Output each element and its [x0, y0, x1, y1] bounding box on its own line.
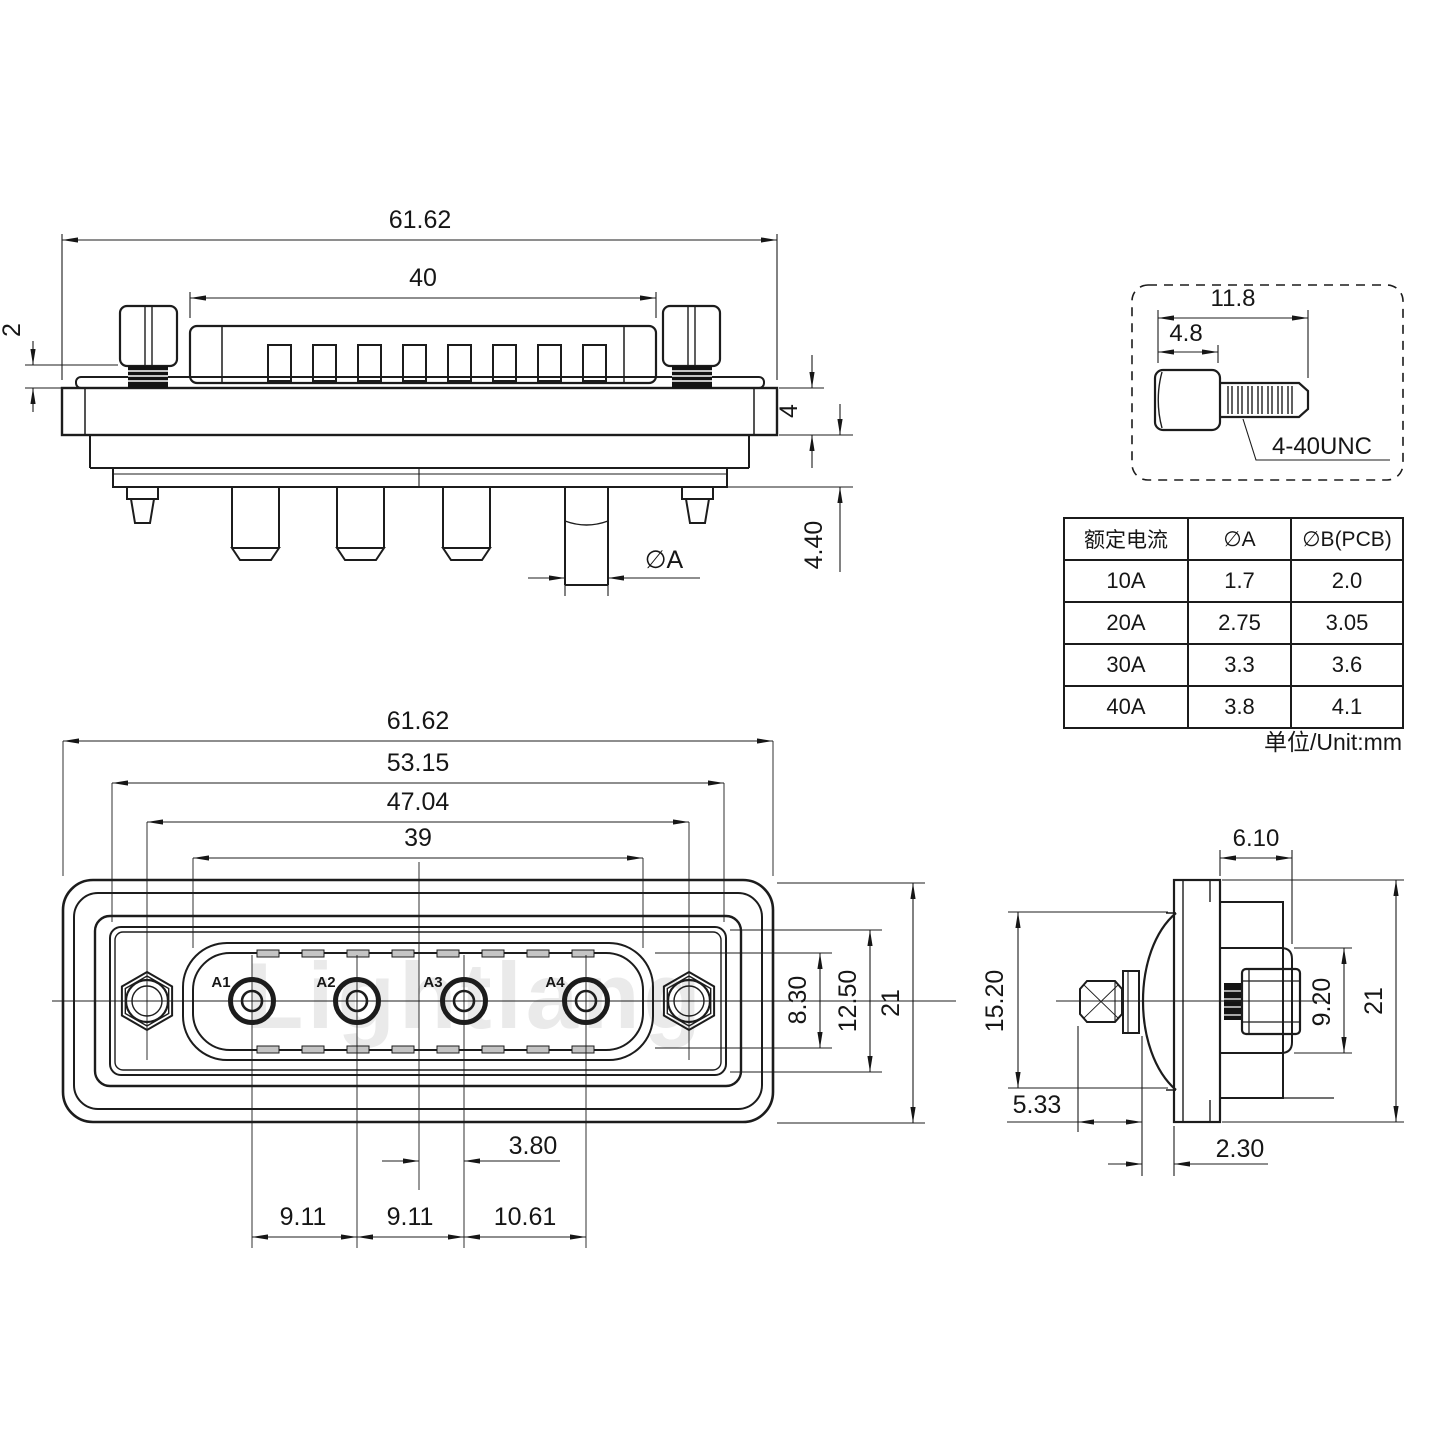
- contact-slot-ticks: [256, 949, 595, 1054]
- side-thumbscrew: [1079, 970, 1140, 1034]
- watermark-text: Lightlang: [246, 943, 705, 1048]
- side-view-dimensions: 6.10 15.20 9.20 21 5.33 2.30: [981, 825, 1404, 1176]
- col-header-dia-b: ∅B(PCB): [1290, 517, 1404, 561]
- d-opening-outer: [182, 942, 654, 1061]
- dim-side-height: 21: [1360, 987, 1388, 1015]
- col-header-dia-a: ∅A: [1187, 517, 1292, 561]
- contact-tails: [230, 487, 609, 586]
- col-header-rated-current: 额定电流: [1063, 517, 1189, 561]
- table-row: 20A 2.75 3.05: [1063, 601, 1404, 645]
- dim-screw-head: 4.8: [1169, 320, 1202, 347]
- front-view-dimensions: 61.62 53.15 47.04 39 3.80 9.11 9.11 10.6…: [63, 707, 925, 1240]
- dim-tail-length: 4.40: [800, 521, 828, 570]
- dim-shell-width: 53.15: [387, 749, 450, 777]
- dim-head-protrusion: 5.33: [1013, 1091, 1062, 1119]
- dim-pin-diameter: ∅A: [645, 546, 684, 574]
- dim-hole-spacing: 47.04: [387, 788, 450, 816]
- cell-dia-b: 3.6: [1290, 643, 1404, 687]
- dim-pitch-a2-a3: 9.11: [387, 1203, 434, 1231]
- dim-opening-width: 39: [404, 824, 432, 852]
- cell-dia-b: 2.0: [1290, 559, 1404, 603]
- dim-dome-gap: 2.30: [1216, 1135, 1265, 1163]
- dim-dome-height: 15.20: [981, 970, 1009, 1033]
- dim-pitch-a1-a2: 9.11: [280, 1203, 327, 1231]
- pin-label-a3: A3: [423, 974, 442, 991]
- cell-dia-b: 3.05: [1290, 601, 1404, 645]
- pin-label-a2: A2: [316, 974, 335, 991]
- screw-detail: 11.8 4.8 4-40UNC: [1131, 284, 1404, 481]
- mounting-studs: [126, 486, 714, 524]
- top-side-view: 61.62 40 2 4 4.40 ∅A: [0, 206, 853, 596]
- cap-slots: [267, 344, 607, 382]
- table-row: 40A 3.8 4.1: [1063, 685, 1404, 729]
- dim-opening-height: 8.30: [784, 976, 812, 1025]
- table-row: 30A 3.3 3.6: [1063, 643, 1404, 687]
- shell-dome: [1142, 912, 1177, 1091]
- table-row: 10A 1.7 2.0: [1063, 559, 1404, 603]
- dim-center-offset: 3.80: [509, 1132, 558, 1160]
- current-rating-table: 额定电流 ∅A ∅B(PCB) 10A 1.7 2.0 20A 2.75 3.0…: [1063, 517, 1404, 729]
- cell-dia-a: 1.7: [1187, 559, 1292, 603]
- unit-note: 单位/Unit:mm: [1264, 729, 1402, 755]
- dim-front-overall: 61.62: [387, 707, 450, 735]
- dim-flange-thickness: 4: [775, 404, 803, 418]
- cell-current: 30A: [1063, 643, 1189, 687]
- pin-label-a1: A1: [211, 974, 230, 991]
- cell-dia-b: 4.1: [1290, 685, 1404, 729]
- dim-pitch-a3-a4: 10.61: [494, 1203, 557, 1231]
- left-thumbscrew: [118, 304, 179, 388]
- d-opening-inner: [192, 952, 644, 1051]
- cell-current: 20A: [1063, 601, 1189, 645]
- dim-screw-length: 11.8: [1211, 285, 1256, 312]
- dim-screw-gap: 2: [0, 323, 26, 337]
- dim-cap-width: 40: [409, 264, 437, 292]
- pin-label-a4: A4: [545, 974, 565, 991]
- cell-dia-a: 3.3: [1187, 643, 1292, 687]
- dim-overall-width: 61.62: [389, 206, 452, 234]
- dim-insert-height: 12.50: [834, 970, 862, 1033]
- cell-current: 10A: [1063, 559, 1189, 603]
- detail-boundary-box: [1131, 284, 1404, 481]
- side-jackscrew-nut: [1224, 967, 1302, 1036]
- dim-front-height: 21: [877, 989, 905, 1017]
- cell-current: 40A: [1063, 685, 1189, 729]
- dim-boss-protrusion: 6.10: [1233, 825, 1280, 852]
- cell-dia-a: 2.75: [1187, 601, 1292, 645]
- table-header-row: 额定电流 ∅A ∅B(PCB): [1063, 517, 1404, 561]
- top-view-dimensions: 61.62 40 2 4 4.40 ∅A: [0, 206, 853, 596]
- thread-spec-label: 4-40UNC: [1272, 433, 1372, 460]
- side-view: 6.10 15.20 9.20 21 5.33 2.30: [981, 825, 1404, 1176]
- front-view-centerlines: [52, 741, 956, 1248]
- right-thumbscrew: [661, 304, 722, 388]
- front-view: A1 A2 A3 A4 61.62 53.15 47.04 39 3.80 9.…: [52, 707, 956, 1248]
- dim-screw-boss-height: 9.20: [1308, 978, 1336, 1027]
- cell-dia-a: 3.8: [1187, 685, 1292, 729]
